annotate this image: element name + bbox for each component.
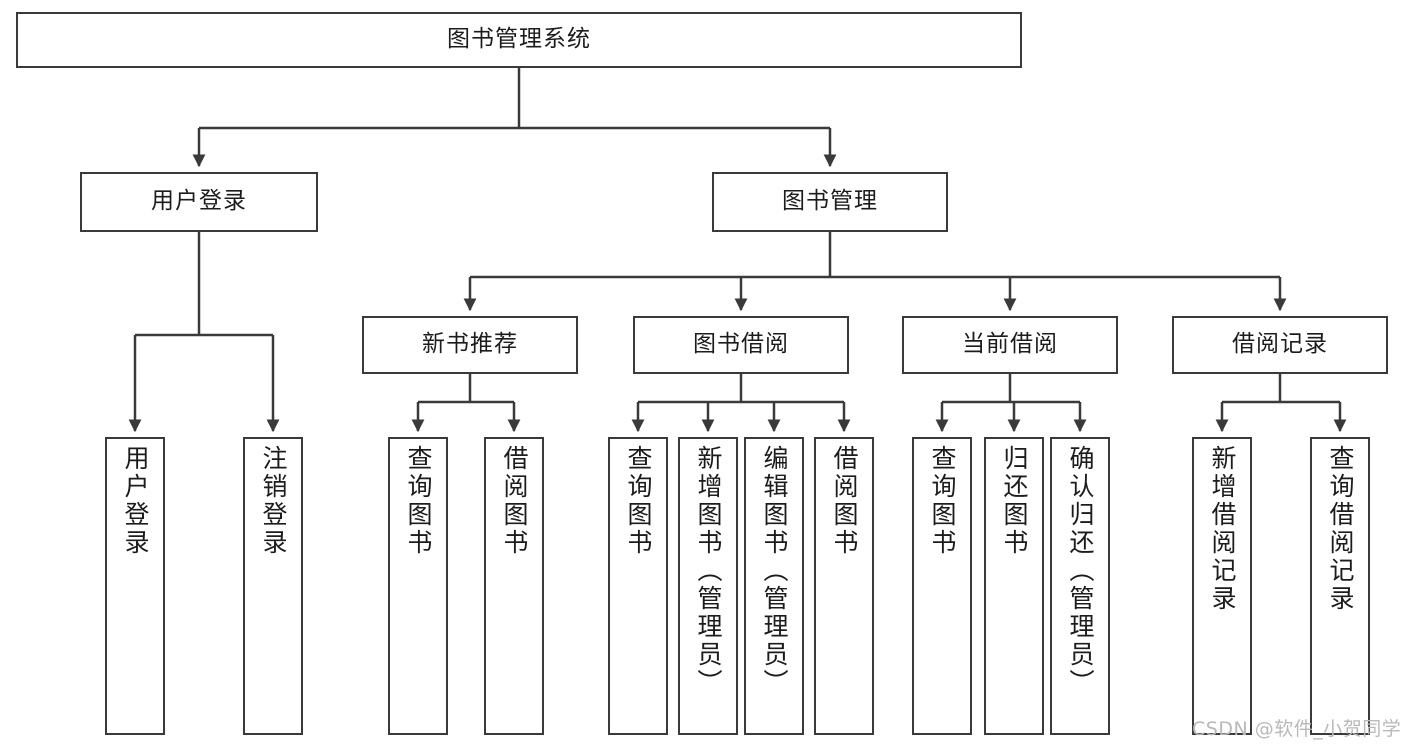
- leaf-user-login[interactable]: 用户登录: [105, 437, 165, 735]
- csdn-watermark: CSDN @软件_小贺同学: [1192, 718, 1402, 740]
- leaf-add-book-admin[interactable]: 新增图书（管理员）: [678, 437, 738, 735]
- leaf-add-borrow-record[interactable]: 新增借阅记录: [1192, 437, 1252, 735]
- node-current-borrow[interactable]: 当前借阅: [902, 316, 1118, 374]
- node-borrow-record[interactable]: 借阅记录: [1172, 316, 1388, 374]
- leaf-query-borrow-record[interactable]: 查询借阅记录: [1310, 437, 1370, 735]
- node-user-login[interactable]: 用户登录: [80, 172, 318, 232]
- leaf-query-book-current[interactable]: 查询图书: [912, 437, 972, 735]
- leaf-user-logout[interactable]: 注销登录: [243, 437, 303, 735]
- node-new-book-recommend[interactable]: 新书推荐: [362, 316, 578, 374]
- leaf-confirm-return-admin[interactable]: 确认归还（管理员）: [1050, 437, 1110, 735]
- leaf-borrow-book-new-recommend[interactable]: 借阅图书: [484, 437, 544, 735]
- leaf-borrow-book[interactable]: 借阅图书: [814, 437, 874, 735]
- leaf-return-book[interactable]: 归还图书: [984, 437, 1044, 735]
- leaf-query-book-new-recommend[interactable]: 查询图书: [388, 437, 448, 735]
- node-book-management[interactable]: 图书管理: [712, 172, 948, 232]
- node-root-图书管理系统[interactable]: 图书管理系统: [16, 12, 1022, 68]
- leaf-query-book-borrow[interactable]: 查询图书: [608, 437, 668, 735]
- node-book-borrow[interactable]: 图书借阅: [633, 316, 849, 374]
- leaf-edit-book-admin[interactable]: 编辑图书（管理员）: [744, 437, 804, 735]
